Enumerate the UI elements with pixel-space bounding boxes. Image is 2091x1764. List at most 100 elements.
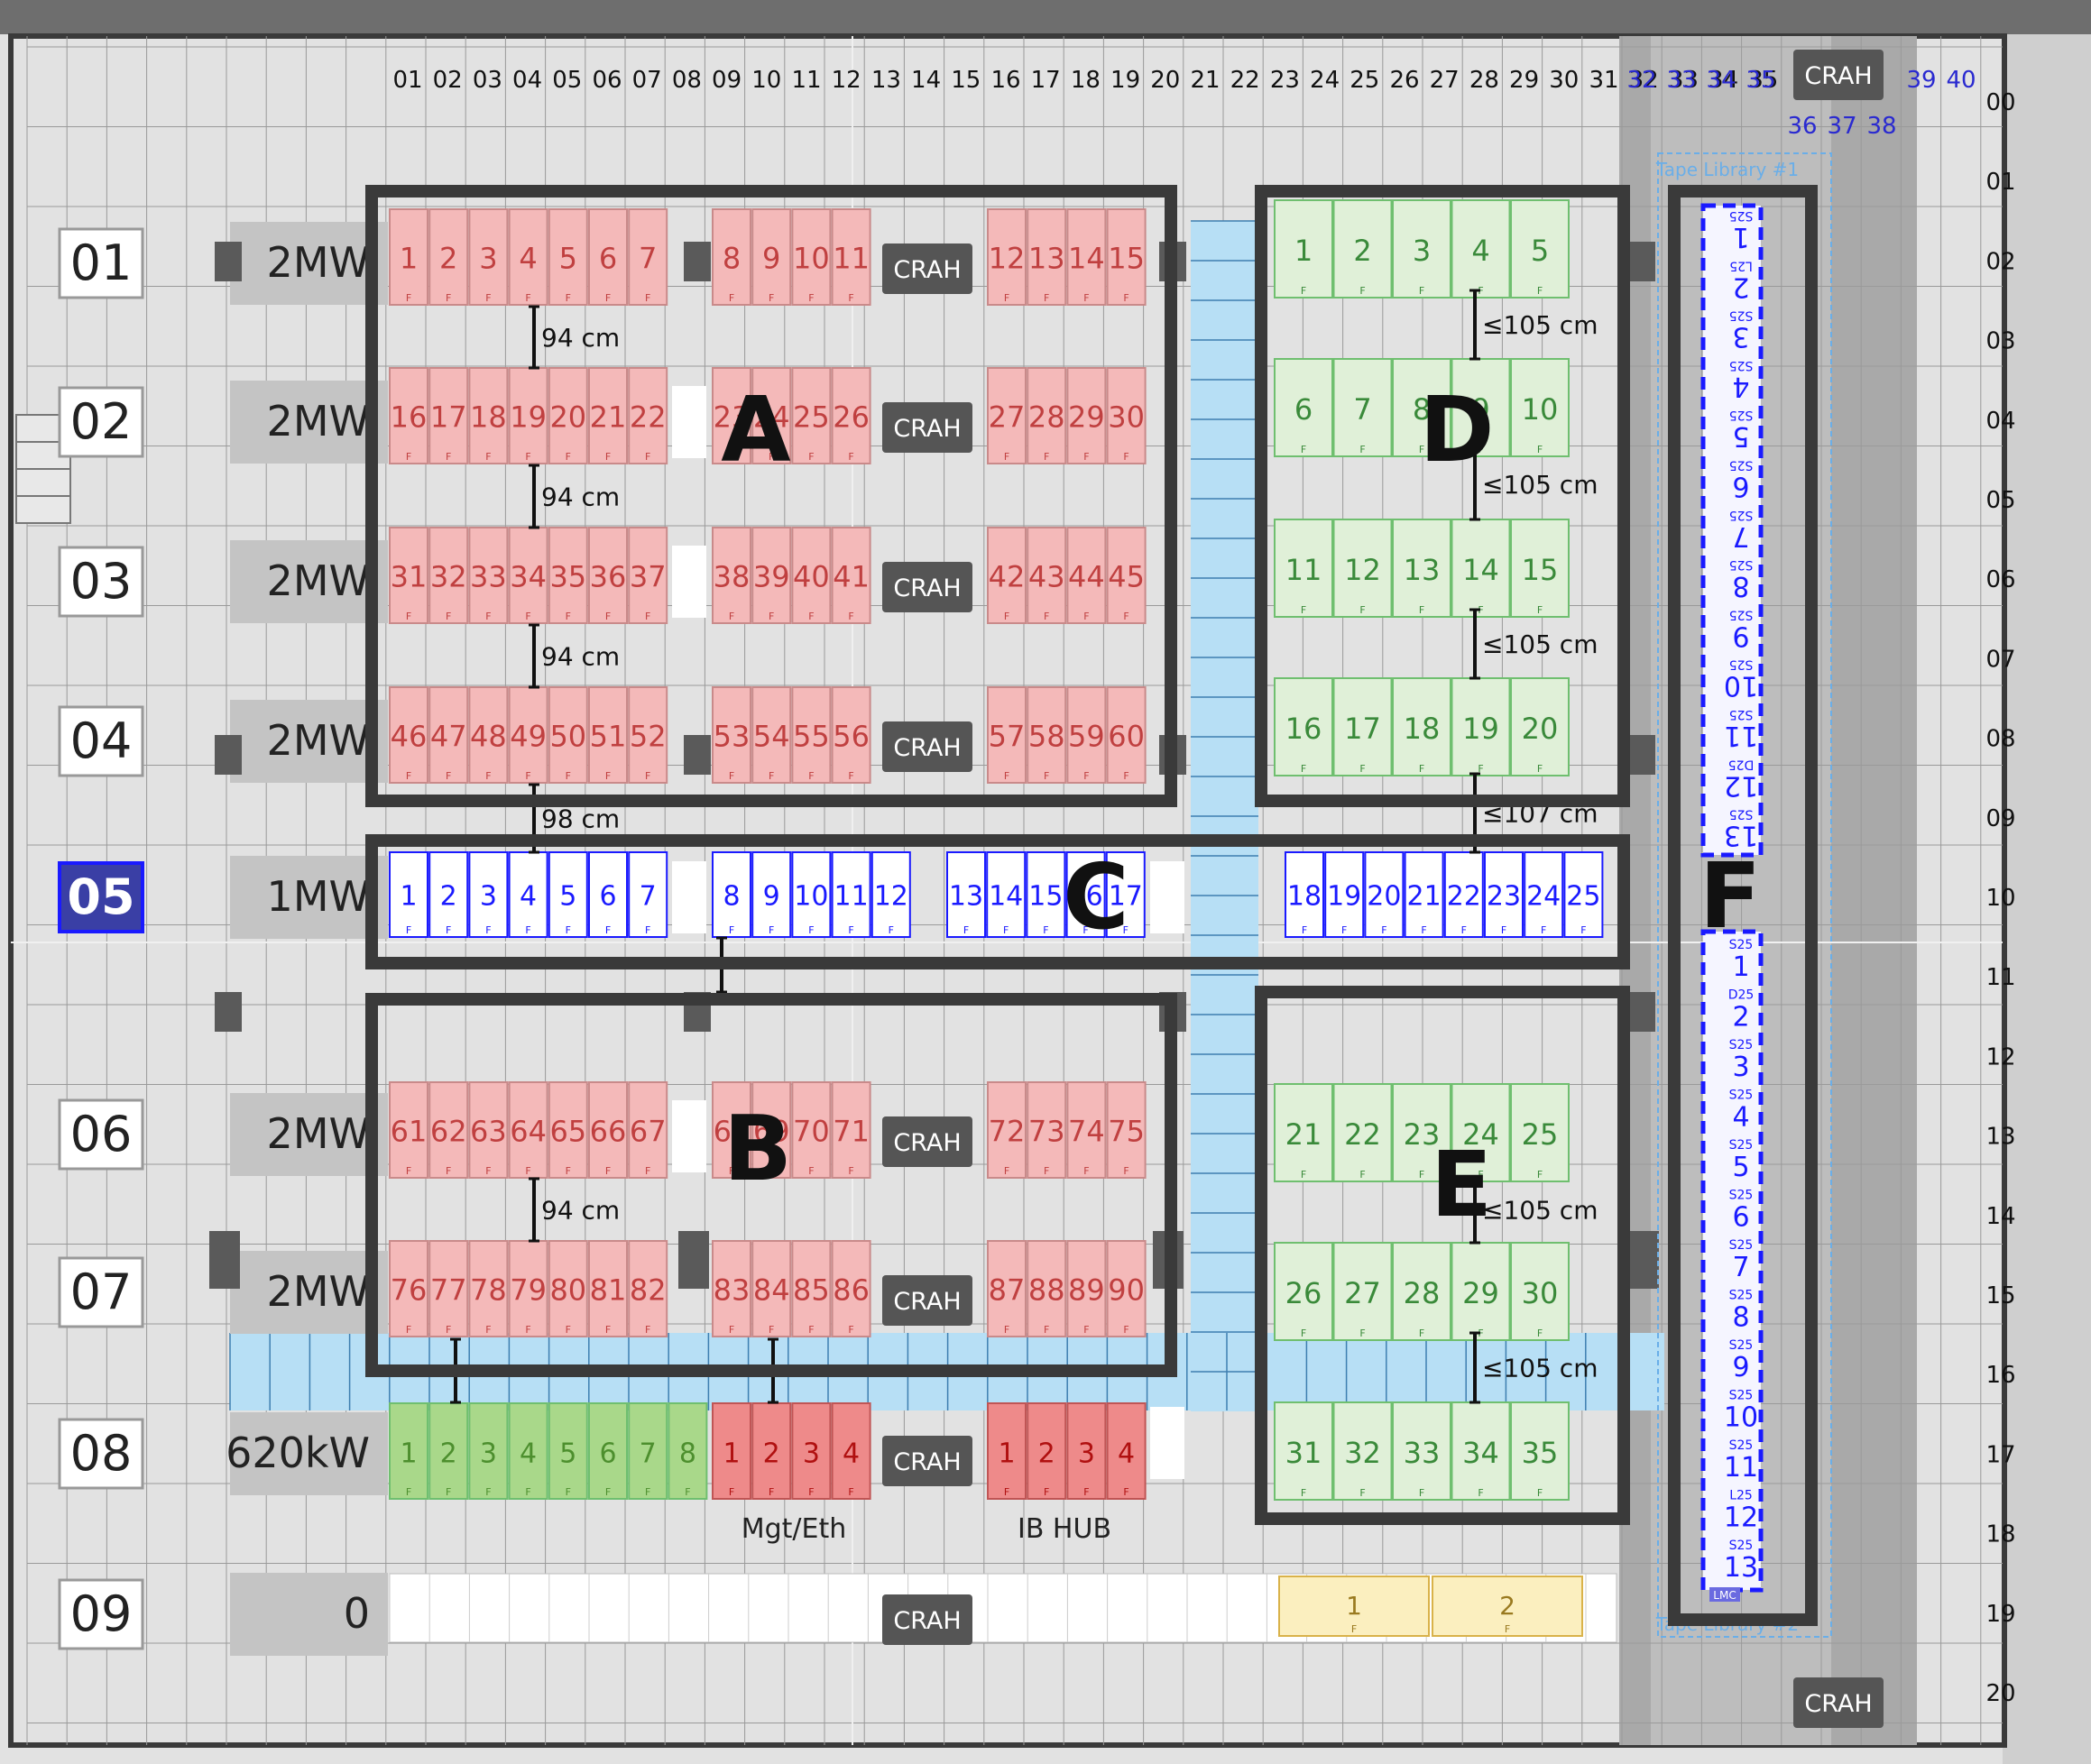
foot-mark: F <box>605 770 611 782</box>
column-header: 20 <box>1150 67 1180 94</box>
foot-mark: F <box>605 1165 611 1177</box>
rack-a: 38F <box>712 527 751 624</box>
rack-a: 30F <box>1106 367 1147 464</box>
rack-c-label: 7 <box>640 880 657 912</box>
rack-a-label: 57 <box>989 720 1026 754</box>
foot-mark: F <box>1419 1169 1424 1181</box>
rack-d-label: 7 <box>1353 392 1371 427</box>
crah-label: CRAH <box>893 1448 961 1476</box>
foot-mark: F <box>1341 924 1347 936</box>
rack-mgt: 4F <box>831 1402 871 1500</box>
rack-c-label: 9 <box>763 880 780 912</box>
rack-a-label: 51 <box>590 720 627 754</box>
rack-a: 44F <box>1066 527 1107 624</box>
crah-unit <box>882 1436 972 1486</box>
tape-slot-lower: 2 <box>1732 1002 1749 1034</box>
rack-d: 8F <box>1392 358 1451 457</box>
rack-b-label: 61 <box>391 1115 428 1149</box>
rack-d: 19F <box>1451 677 1511 776</box>
rack-a-label: 44 <box>1068 560 1105 594</box>
column-header: 05 <box>552 67 582 94</box>
rack-a: 46F <box>389 686 428 784</box>
rack-08-green: 8F <box>668 1402 708 1500</box>
rack-a: 27F <box>987 367 1027 464</box>
foot-mark: F <box>808 770 814 782</box>
tape-slot-upper: 9 <box>1732 620 1749 651</box>
tape-slot-upper: 12 <box>1724 769 1758 801</box>
rack-c: 19F <box>1324 851 1365 938</box>
rack-ib-label: 3 <box>1078 1438 1095 1470</box>
foot-mark: F <box>1044 1486 1049 1498</box>
rack-a-label: 23 <box>714 400 751 435</box>
foot-mark: F <box>1004 1324 1009 1336</box>
column-header: 01 <box>392 67 422 94</box>
foot-mark: F <box>1301 1487 1306 1499</box>
rack-c-label: 5 <box>559 880 576 912</box>
foot-mark: F <box>525 1165 530 1177</box>
foot-mark: F <box>848 770 853 782</box>
column-header-blue: 38 <box>1866 113 1896 140</box>
rack-a: 31F <box>389 527 428 624</box>
right-row-label: 11 <box>1985 964 2015 991</box>
rack-08-green: 7F <box>628 1402 668 1500</box>
rack-d: 15F <box>1510 519 1570 618</box>
rack-08-green: 5F <box>548 1402 588 1500</box>
foot-mark: F <box>729 770 734 782</box>
foot-mark: F <box>848 451 853 463</box>
crah-unit <box>1793 1677 1884 1728</box>
foot-mark: F <box>1301 1169 1306 1181</box>
rack-b: 77F <box>428 1240 469 1337</box>
foot-mark: F <box>1123 292 1128 304</box>
foot-mark: F <box>525 1324 530 1336</box>
foot-mark: F <box>808 924 814 936</box>
rack-b-label: 79 <box>510 1273 547 1308</box>
rack-c-label: 17 <box>1109 880 1143 912</box>
rack-b: 68F <box>712 1081 751 1179</box>
rack-mgt: 1F <box>712 1402 751 1500</box>
rack-a-label: 10 <box>793 242 830 276</box>
rack-e: 21F <box>1274 1083 1333 1182</box>
rack-a-label: 52 <box>630 720 667 754</box>
rack-e: 32F <box>1332 1401 1393 1501</box>
foot-mark: F <box>1359 285 1365 297</box>
rack-a: 6F <box>588 208 628 306</box>
rack-e-label: 21 <box>1285 1117 1322 1152</box>
foot-mark: F <box>446 611 451 622</box>
column-header: 06 <box>592 67 622 94</box>
crah-label: CRAH <box>1804 1690 1872 1718</box>
tape-slot-tag: S25 <box>1729 1289 1754 1303</box>
tape-slot-tag: D25 <box>1728 757 1755 771</box>
foot-mark: F <box>1537 604 1543 616</box>
foot-mark: F <box>525 924 530 936</box>
rack-a-label: 7 <box>639 242 657 276</box>
foot-mark: F <box>808 292 814 304</box>
rack-b: 81F <box>588 1240 628 1337</box>
column-header: 28 <box>1469 67 1499 94</box>
rack-c: 20F <box>1364 851 1405 938</box>
foot-mark: F <box>645 611 650 622</box>
row-label: 06 <box>70 1106 133 1162</box>
empty-slot <box>1150 861 1184 933</box>
rack-a: 13F <box>1027 208 1067 306</box>
rack-d-label: 13 <box>1404 553 1441 587</box>
empty-slot <box>672 861 706 933</box>
region-letter: F <box>1700 843 1761 949</box>
right-row-label: 06 <box>1985 566 2015 593</box>
rack-b-label: 86 <box>833 1273 870 1308</box>
tape-slot-lower: 7 <box>1732 1252 1749 1283</box>
rack-a: 14F <box>1066 208 1107 306</box>
crah-label: CRAH <box>893 256 961 284</box>
tape-slot-tag: D25 <box>1728 988 1755 1003</box>
rack-d: 5F <box>1510 199 1570 299</box>
row-label: 03 <box>70 553 133 610</box>
foot-mark: F <box>485 611 491 622</box>
rack-d: 18F <box>1392 677 1451 776</box>
row-power: 2MW <box>267 238 370 287</box>
rack-a: 20F <box>548 367 588 464</box>
rack-a-label: 47 <box>430 720 467 754</box>
tape-library-area <box>1657 152 1832 1638</box>
foot-mark: F <box>645 1165 650 1177</box>
column-header: 17 <box>1031 67 1061 94</box>
foot-mark: F <box>406 1165 411 1177</box>
rack-b-label: 71 <box>833 1115 870 1149</box>
